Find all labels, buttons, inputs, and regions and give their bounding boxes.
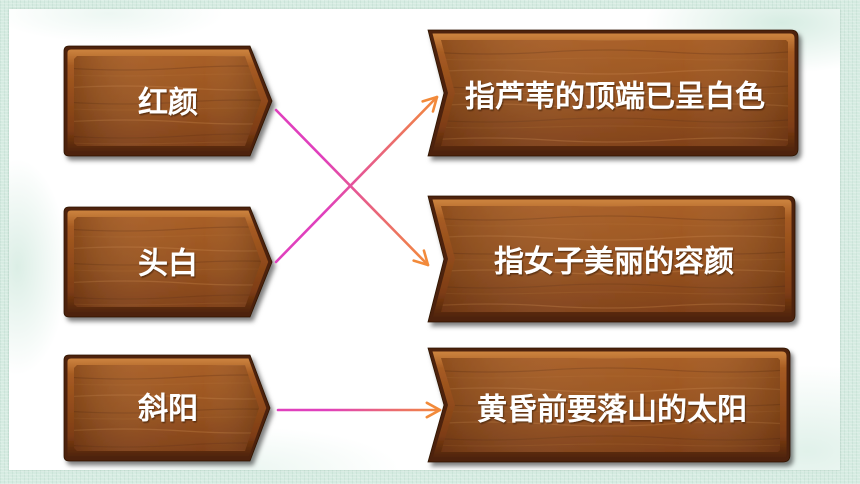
- wood-board: [427, 195, 796, 323]
- wood-board: [63, 354, 271, 462]
- sign-sheen: [74, 217, 261, 307]
- match-arrow: [276, 401, 442, 419]
- match-arrow: [274, 95, 439, 264]
- term-label: 斜阳: [138, 392, 198, 427]
- wood-board: [427, 29, 799, 157]
- wood-board: [427, 347, 791, 463]
- definition-label: 黄昏前要落山的太阳: [477, 393, 747, 428]
- arrow-line: [274, 95, 439, 264]
- sign-sheen: [441, 358, 780, 452]
- sign-sheen: [74, 365, 259, 451]
- term-label: 头白: [138, 247, 198, 282]
- definition-sign-2: 指女子美丽的容颜: [427, 195, 796, 323]
- term-sign-1: 红颜: [63, 45, 273, 157]
- sign-sheen: [441, 40, 788, 146]
- term-label: 红颜: [138, 86, 198, 121]
- arrow-head: [421, 95, 439, 113]
- arrow-line: [274, 108, 430, 267]
- sign-sheen: [441, 206, 785, 312]
- sign-sheen: [74, 56, 261, 146]
- term-sign-3: 斜阳: [63, 354, 271, 462]
- definition-label: 指女子美丽的容颜: [494, 245, 734, 280]
- definition-label: 指芦苇的顶端已呈白色: [465, 80, 765, 115]
- definition-sign-3: 黄昏前要落山的太阳: [427, 347, 791, 463]
- wood-board: [63, 45, 273, 157]
- match-arrow: [274, 108, 430, 267]
- term-sign-2: 头白: [63, 206, 273, 318]
- match-arrows: [274, 95, 442, 419]
- definition-sign-1: 指芦苇的顶端已呈白色: [427, 29, 799, 157]
- arrow-head: [412, 249, 430, 267]
- wood-board: [63, 206, 273, 318]
- arrow-head: [425, 401, 442, 419]
